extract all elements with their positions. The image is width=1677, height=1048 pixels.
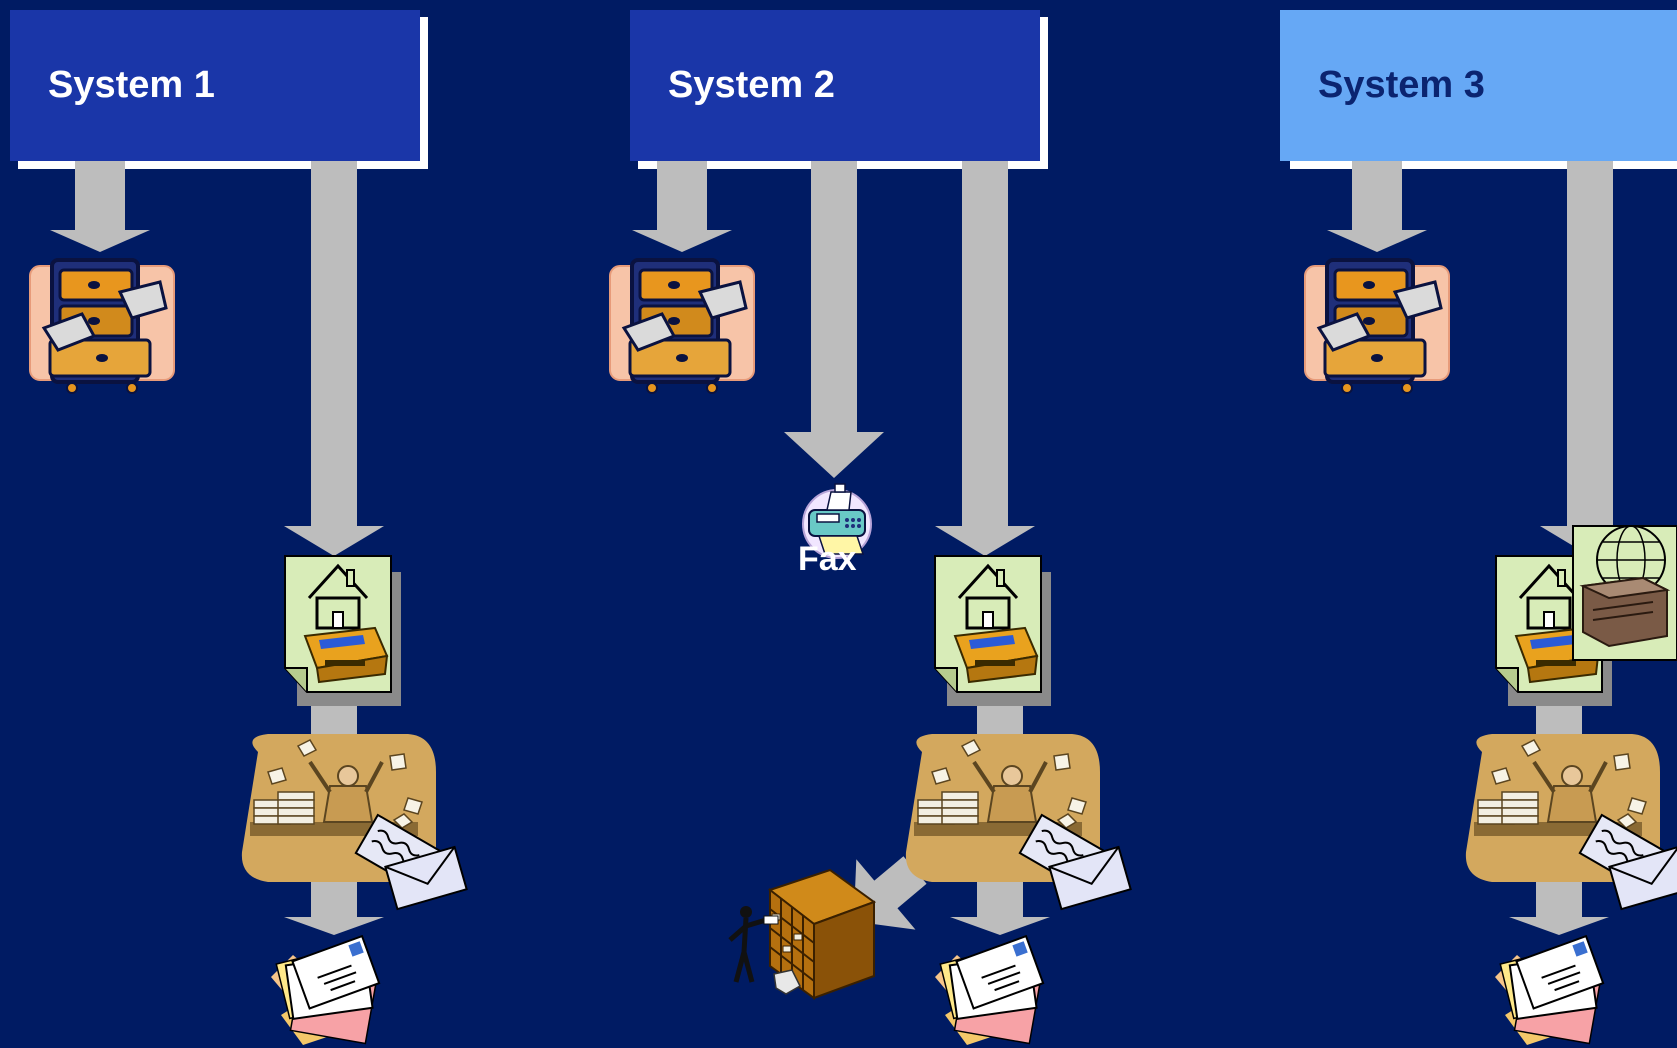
system-3-print-arrow: [1540, 160, 1640, 556]
envelope-stack-icon: [1494, 935, 1605, 1046]
globe-printer-document-icon: [1572, 525, 1677, 661]
filing-cabinet-icon: [608, 258, 756, 395]
filing-cabinet-icon: [1303, 258, 1451, 395]
system-3-header: System 3: [1280, 10, 1677, 161]
system-3-archive-arrow: [1327, 160, 1427, 252]
system-3-letters-arrow: [1509, 870, 1609, 935]
system-1-header: System 1: [10, 10, 420, 161]
envelope-stack-icon: [270, 935, 381, 1046]
system-1-print-arrow: [284, 160, 384, 556]
system-2-letters-arrow: [950, 870, 1050, 935]
envelope-stack-icon: [934, 935, 1045, 1046]
system-2-archive-arrow: [632, 160, 732, 252]
system-2-fax-arrow: [784, 160, 884, 478]
system-2-mailroom-arrow: [950, 690, 1050, 765]
system-2-header: System 2: [630, 10, 1040, 161]
system-1-letters-arrow: [284, 870, 384, 935]
system-2-label: System 2: [668, 64, 835, 106]
filing-cabinet-icon: [28, 258, 176, 395]
arrows-layer: [50, 160, 1640, 935]
mail-sorting-shelf-icon: [730, 870, 874, 998]
house-printer-document-icon: [933, 554, 1053, 708]
system-1-mailroom-arrow: [284, 690, 384, 765]
house-printer-document-icon: [283, 554, 403, 708]
system-1-archive-arrow: [50, 160, 150, 252]
system-3-mailroom-arrow: [1509, 690, 1609, 765]
system-2-print-arrow: [935, 160, 1035, 556]
system-3-label: System 3: [1318, 64, 1485, 106]
fax-label: Fax: [798, 540, 857, 578]
system-1-label: System 1: [48, 64, 215, 106]
